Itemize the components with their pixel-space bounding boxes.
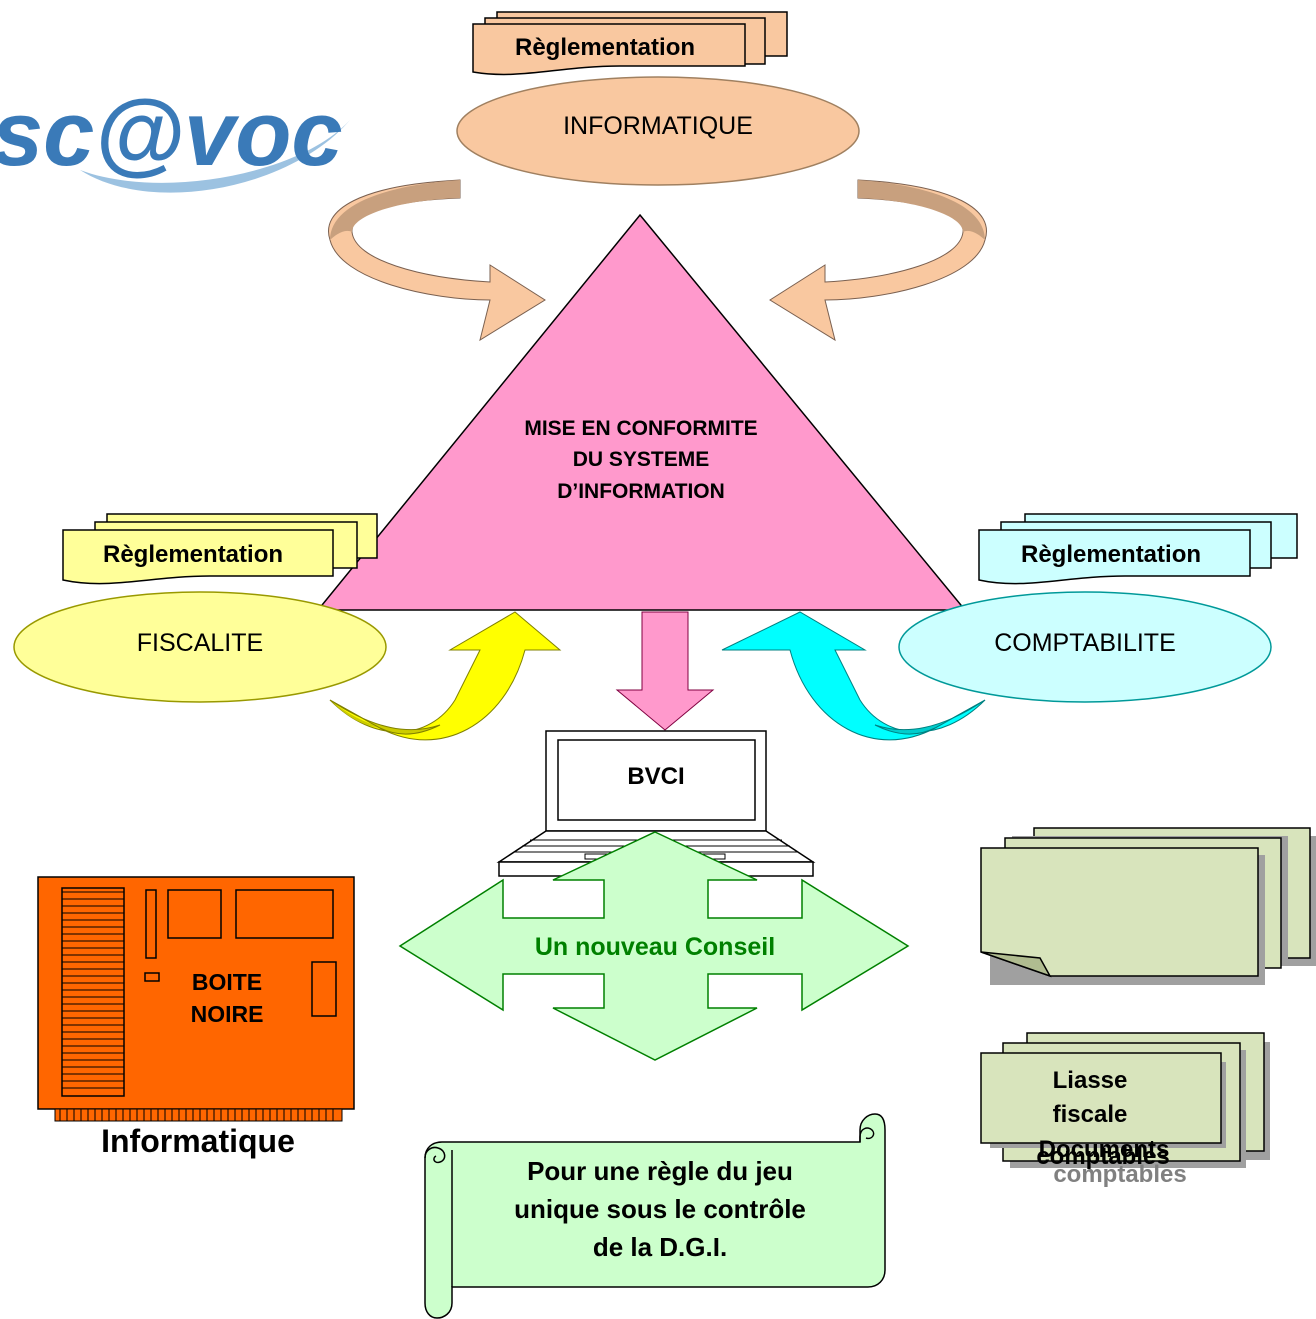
informatique-loop-arrow (328, 179, 987, 342)
logo-swoosh (80, 120, 350, 193)
board-connector (54, 1108, 343, 1122)
documents-line-4: comptables (1036, 1143, 1169, 1170)
comptabilite-reglementation-tag: Règlementation (978, 513, 1298, 585)
scroll-line-2: unique sous le contrôle (514, 1194, 806, 1224)
informatique-tag-label: Règlementation (515, 34, 695, 61)
comptabilite-node: COMPTABILITE (898, 591, 1272, 703)
fiscalite-reglementation-tag: Règlementation (62, 513, 378, 585)
triangle-line-1: MISE EN CONFORMITE (524, 417, 757, 440)
informatique-label: INFORMATIQUE (563, 112, 753, 140)
conseil-label: Un nouveau Conseil (535, 933, 775, 961)
boite-noire-board: BOITE NOIRE Informatique (37, 876, 355, 1159)
mise-en-conformite-triangle: MISE EN CONFORMITE DU SYSTEME D’INFORMAT… (316, 213, 967, 611)
fiscalite-node: FISCALITE (13, 591, 387, 703)
scavoc-logo: sc@voc (0, 83, 350, 193)
informatique-node: INFORMATIQUE (456, 76, 860, 186)
board-stripes (62, 891, 124, 1089)
triangle-down-arrow (615, 611, 715, 731)
informatique-reglementation-tag: Règlementation (472, 11, 788, 76)
loop-arrow-left-shade (330, 180, 460, 240)
triangle-line-3: D’INFORMATION (557, 480, 725, 503)
conseil-four-way-arrow: Un nouveau Conseil (398, 831, 910, 1061)
loop-arrow-right-shade (858, 180, 985, 240)
comptabilite-arrow (721, 611, 986, 741)
board-connector-pins (59, 1109, 334, 1121)
logo-text: sc@voc (0, 83, 343, 185)
scroll-line-3: de la D.G.I. (593, 1232, 727, 1262)
fiscalite-tag-label: Règlementation (103, 541, 283, 568)
scroll-banner: Pour une règle du jeu unique sous le con… (424, 1113, 886, 1319)
laptop-label: BVCI (627, 763, 684, 790)
boite-noire-line-1: BOITE (192, 969, 262, 995)
comptabilite-tag-label: Règlementation (1021, 541, 1201, 568)
documents-stack-bottom: Liasse fiscale Documents comptables comp… (980, 1032, 1270, 1188)
documents-line-3: Documents (1039, 1136, 1170, 1163)
documents-stack-top (980, 827, 1316, 985)
comptabilite-label: COMPTABILITE (994, 629, 1176, 657)
fiscalite-label: FISCALITE (137, 629, 263, 657)
triangle-line-2: DU SYSTEME (573, 448, 710, 471)
documents-line-1: Liasse (1053, 1067, 1128, 1094)
documents-line-2: fiscale (1053, 1101, 1128, 1128)
laptop-screen-inner (557, 739, 756, 821)
boite-noire-caption: Informatique (101, 1123, 295, 1159)
fiscalite-arrow (329, 611, 562, 741)
documents-line-4-shadow: comptables (1053, 1161, 1186, 1188)
boite-noire-line-2: NOIRE (191, 1001, 264, 1027)
scroll-line-1: Pour une règle du jeu (527, 1156, 793, 1186)
